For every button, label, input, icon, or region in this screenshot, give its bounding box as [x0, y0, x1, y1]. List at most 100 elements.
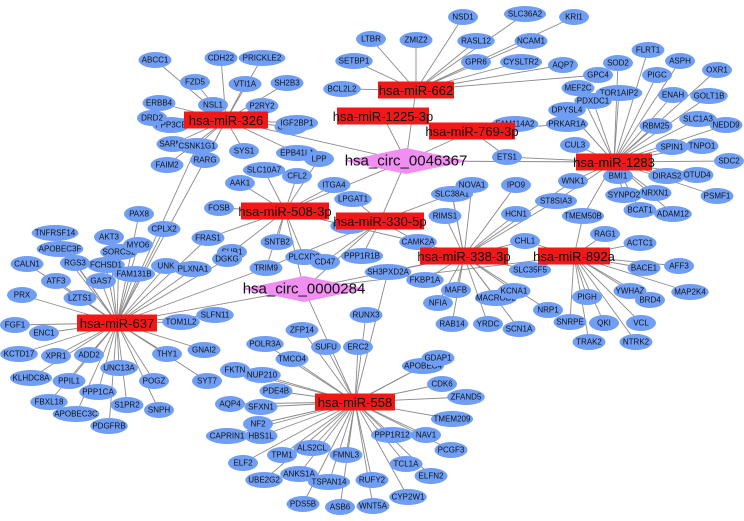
gene-node-wnt5a[interactable]: WNT5A: [356, 498, 390, 514]
gene-node-otud4[interactable]: OTUD4: [680, 167, 714, 183]
gene-node-slc35f5[interactable]: SLC35F5: [508, 262, 552, 278]
gene-node-map2k4[interactable]: MAP2K4: [671, 284, 709, 300]
gene-node-pds5b[interactable]: PDS5B: [286, 496, 320, 512]
gene-node-csnk1g1[interactable]: CSNK1G1: [175, 138, 219, 154]
gene-node-lzts1[interactable]: LZTS1: [63, 290, 97, 306]
gene-node-sod2[interactable]: SOD2: [603, 55, 633, 71]
gene-node-qki[interactable]: QKI: [589, 315, 619, 331]
gene-node-elf2[interactable]: ELF2: [228, 455, 258, 471]
gene-node-gpc4[interactable]: GPC4: [583, 67, 613, 83]
gene-node-fzd5[interactable]: FZD5: [180, 74, 210, 90]
gene-node-asph[interactable]: ASPH: [665, 53, 695, 69]
gene-node-psmf1[interactable]: PSMF1: [700, 188, 734, 204]
gene-node-abcc1[interactable]: ABCC1: [138, 52, 172, 68]
gene-node-itga4[interactable]: ITGA4: [317, 177, 351, 193]
gene-node-erc2[interactable]: ERC2: [343, 339, 373, 355]
gene-node-pax8[interactable]: PAX8: [124, 206, 154, 222]
gene-node-tcl1a[interactable]: TCL1A: [389, 456, 423, 472]
gene-node-tmco4[interactable]: TMCO4: [275, 351, 309, 367]
gene-node-rims1[interactable]: RIMS1: [428, 208, 462, 224]
gene-node-cyp2w1[interactable]: CYP2W1: [389, 489, 427, 505]
gene-node-lpgat1[interactable]: LPGAT1: [334, 191, 372, 207]
mirna-node-m1283[interactable]: hsa-miR-1283: [573, 153, 655, 171]
gene-node-elfn2[interactable]: ELFN2: [414, 468, 448, 484]
gene-node-synpo2[interactable]: SYNPO2: [605, 187, 643, 203]
gene-node-igf2bp1[interactable]: IGF2BP1: [275, 115, 319, 131]
gene-node-pcgf3[interactable]: PCGF3: [434, 442, 468, 458]
gene-node-akt3[interactable]: AKT3: [94, 229, 124, 245]
gene-node-gnai2[interactable]: GNAI2: [187, 342, 221, 358]
gene-node-rarg[interactable]: RARG: [190, 152, 220, 168]
gene-node-unc13a[interactable]: UNC13A: [100, 360, 138, 376]
gene-node-scn1a[interactable]: SCN1A: [502, 321, 536, 337]
gene-node-hbs1l[interactable]: HBS1L: [244, 428, 278, 444]
gene-node-faim2[interactable]: FAIM2: [150, 157, 184, 173]
gene-node-zmiz2[interactable]: ZMIZ2: [399, 32, 433, 48]
gene-node-pdxdc1[interactable]: PDXDC1: [574, 93, 612, 109]
gene-node-hcn1[interactable]: HCN1: [501, 206, 531, 222]
gene-node-sh2b3[interactable]: SH2B3: [270, 75, 304, 91]
gene-node-prickle2[interactable]: PRICKLE2: [238, 50, 286, 66]
gene-node-kcna1[interactable]: KCNA1: [497, 283, 531, 299]
gene-node-prkar1a[interactable]: PRKAR1A: [545, 116, 589, 132]
gene-node-unk[interactable]: UNK: [151, 258, 181, 274]
gene-node-cfl2[interactable]: CFL2: [282, 168, 312, 184]
gene-node-aff3[interactable]: AFF3: [664, 258, 694, 274]
gene-node-tspan14[interactable]: TSPAN14: [307, 474, 351, 490]
gene-node-gas7[interactable]: GAS7: [86, 273, 116, 289]
gene-node-slc10a7[interactable]: SLC10A7: [242, 162, 286, 178]
gene-node-vti1a[interactable]: VTI1A: [228, 76, 262, 92]
gene-node-zfand5[interactable]: ZFAND5: [447, 389, 485, 405]
gene-node-ppp1r12[interactable]: PPP1R12: [370, 427, 414, 443]
gene-node-plxna1[interactable]: PLXNA1: [174, 261, 212, 277]
gene-node-apobec3f[interactable]: APOBEC3F: [36, 241, 84, 257]
gene-node-ipo9[interactable]: IPO9: [501, 177, 531, 193]
gene-node-diras2[interactable]: DIRAS2: [648, 168, 686, 184]
gene-node-fktn[interactable]: FKTN: [220, 362, 250, 378]
gene-node-als2cl[interactable]: ALS2CL: [293, 440, 331, 456]
mirna-node-m330[interactable]: hsa-miR-330-5p: [333, 212, 427, 230]
gene-node-ywhaz[interactable]: YWHAZ: [613, 283, 647, 299]
gene-node-klhdc8a[interactable]: KLHDC8A: [9, 370, 53, 386]
gene-node-cdh22[interactable]: CDH22: [204, 50, 238, 66]
gene-node-ppil1[interactable]: PPIL1: [52, 373, 86, 389]
gene-node-pigh[interactable]: PIGH: [572, 289, 602, 305]
gene-node-sfxn1[interactable]: SFXN1: [244, 399, 278, 415]
gene-node-bcl2l2[interactable]: BCL2L2: [323, 81, 361, 97]
gene-node-slfn11[interactable]: SLFN11: [196, 307, 234, 323]
gene-node-sys1[interactable]: SYS1: [229, 143, 259, 159]
gene-node-syt7[interactable]: SYT7: [192, 373, 222, 389]
gene-node-rgs3[interactable]: RGS3: [60, 255, 90, 271]
gene-node-cysltr2[interactable]: CYSLTR2: [499, 54, 543, 70]
gene-node-dpysl4[interactable]: DPYSL4: [548, 102, 586, 118]
mirna-node-m769[interactable]: hsa-miR-769-3p: [425, 122, 519, 140]
gene-node-ets1[interactable]: ETS1: [492, 149, 522, 165]
gene-node-nsl1[interactable]: NSL1: [198, 97, 228, 113]
gene-node-chl1[interactable]: CHL1: [510, 233, 540, 249]
gene-node-sufu[interactable]: SUFU: [311, 339, 341, 355]
gene-node-prx[interactable]: PRX: [7, 287, 37, 303]
gene-node-slc1a3[interactable]: SLC1A3: [679, 111, 717, 127]
gene-node-fgf1[interactable]: FGF1: [0, 317, 30, 333]
gene-node-trim9[interactable]: TRIM9: [249, 260, 283, 276]
mirna-node-m892[interactable]: hsa-miR-892a: [533, 247, 616, 265]
gene-node-ntrk2[interactable]: NTRK2: [619, 334, 653, 350]
gene-node-kctd17[interactable]: KCTD17: [0, 346, 38, 362]
gene-node-nf2[interactable]: NF2: [243, 416, 273, 432]
gene-node-bmi1[interactable]: BMI1: [603, 168, 633, 184]
gene-node-pogz[interactable]: POGZ: [139, 373, 169, 389]
gene-node-nup210[interactable]: NUP210: [243, 367, 281, 383]
gene-node-sh3pxd2a[interactable]: SH3PXD2A: [364, 264, 412, 280]
gene-node-nrp1[interactable]: NRP1: [533, 302, 563, 318]
gene-node-anks1a[interactable]: ANKS1A: [280, 466, 318, 482]
gene-node-myo6[interactable]: MYO6: [123, 237, 153, 253]
gene-node-lpp[interactable]: LPP: [304, 151, 334, 167]
gene-node-nova1[interactable]: NOVA1: [455, 177, 489, 193]
gene-node-atf3[interactable]: ATF3: [41, 273, 71, 289]
gene-node-p2ry2[interactable]: P2RY2: [245, 98, 279, 114]
gene-node-trak2[interactable]: TRAK2: [572, 334, 606, 350]
gene-node-flrt1[interactable]: FLRT1: [631, 42, 665, 58]
gene-node-kri1[interactable]: KRI1: [559, 9, 589, 25]
gene-node-nrxn1[interactable]: NRXN1: [638, 185, 672, 201]
gene-node-yrdc[interactable]: YRDC: [473, 316, 503, 332]
